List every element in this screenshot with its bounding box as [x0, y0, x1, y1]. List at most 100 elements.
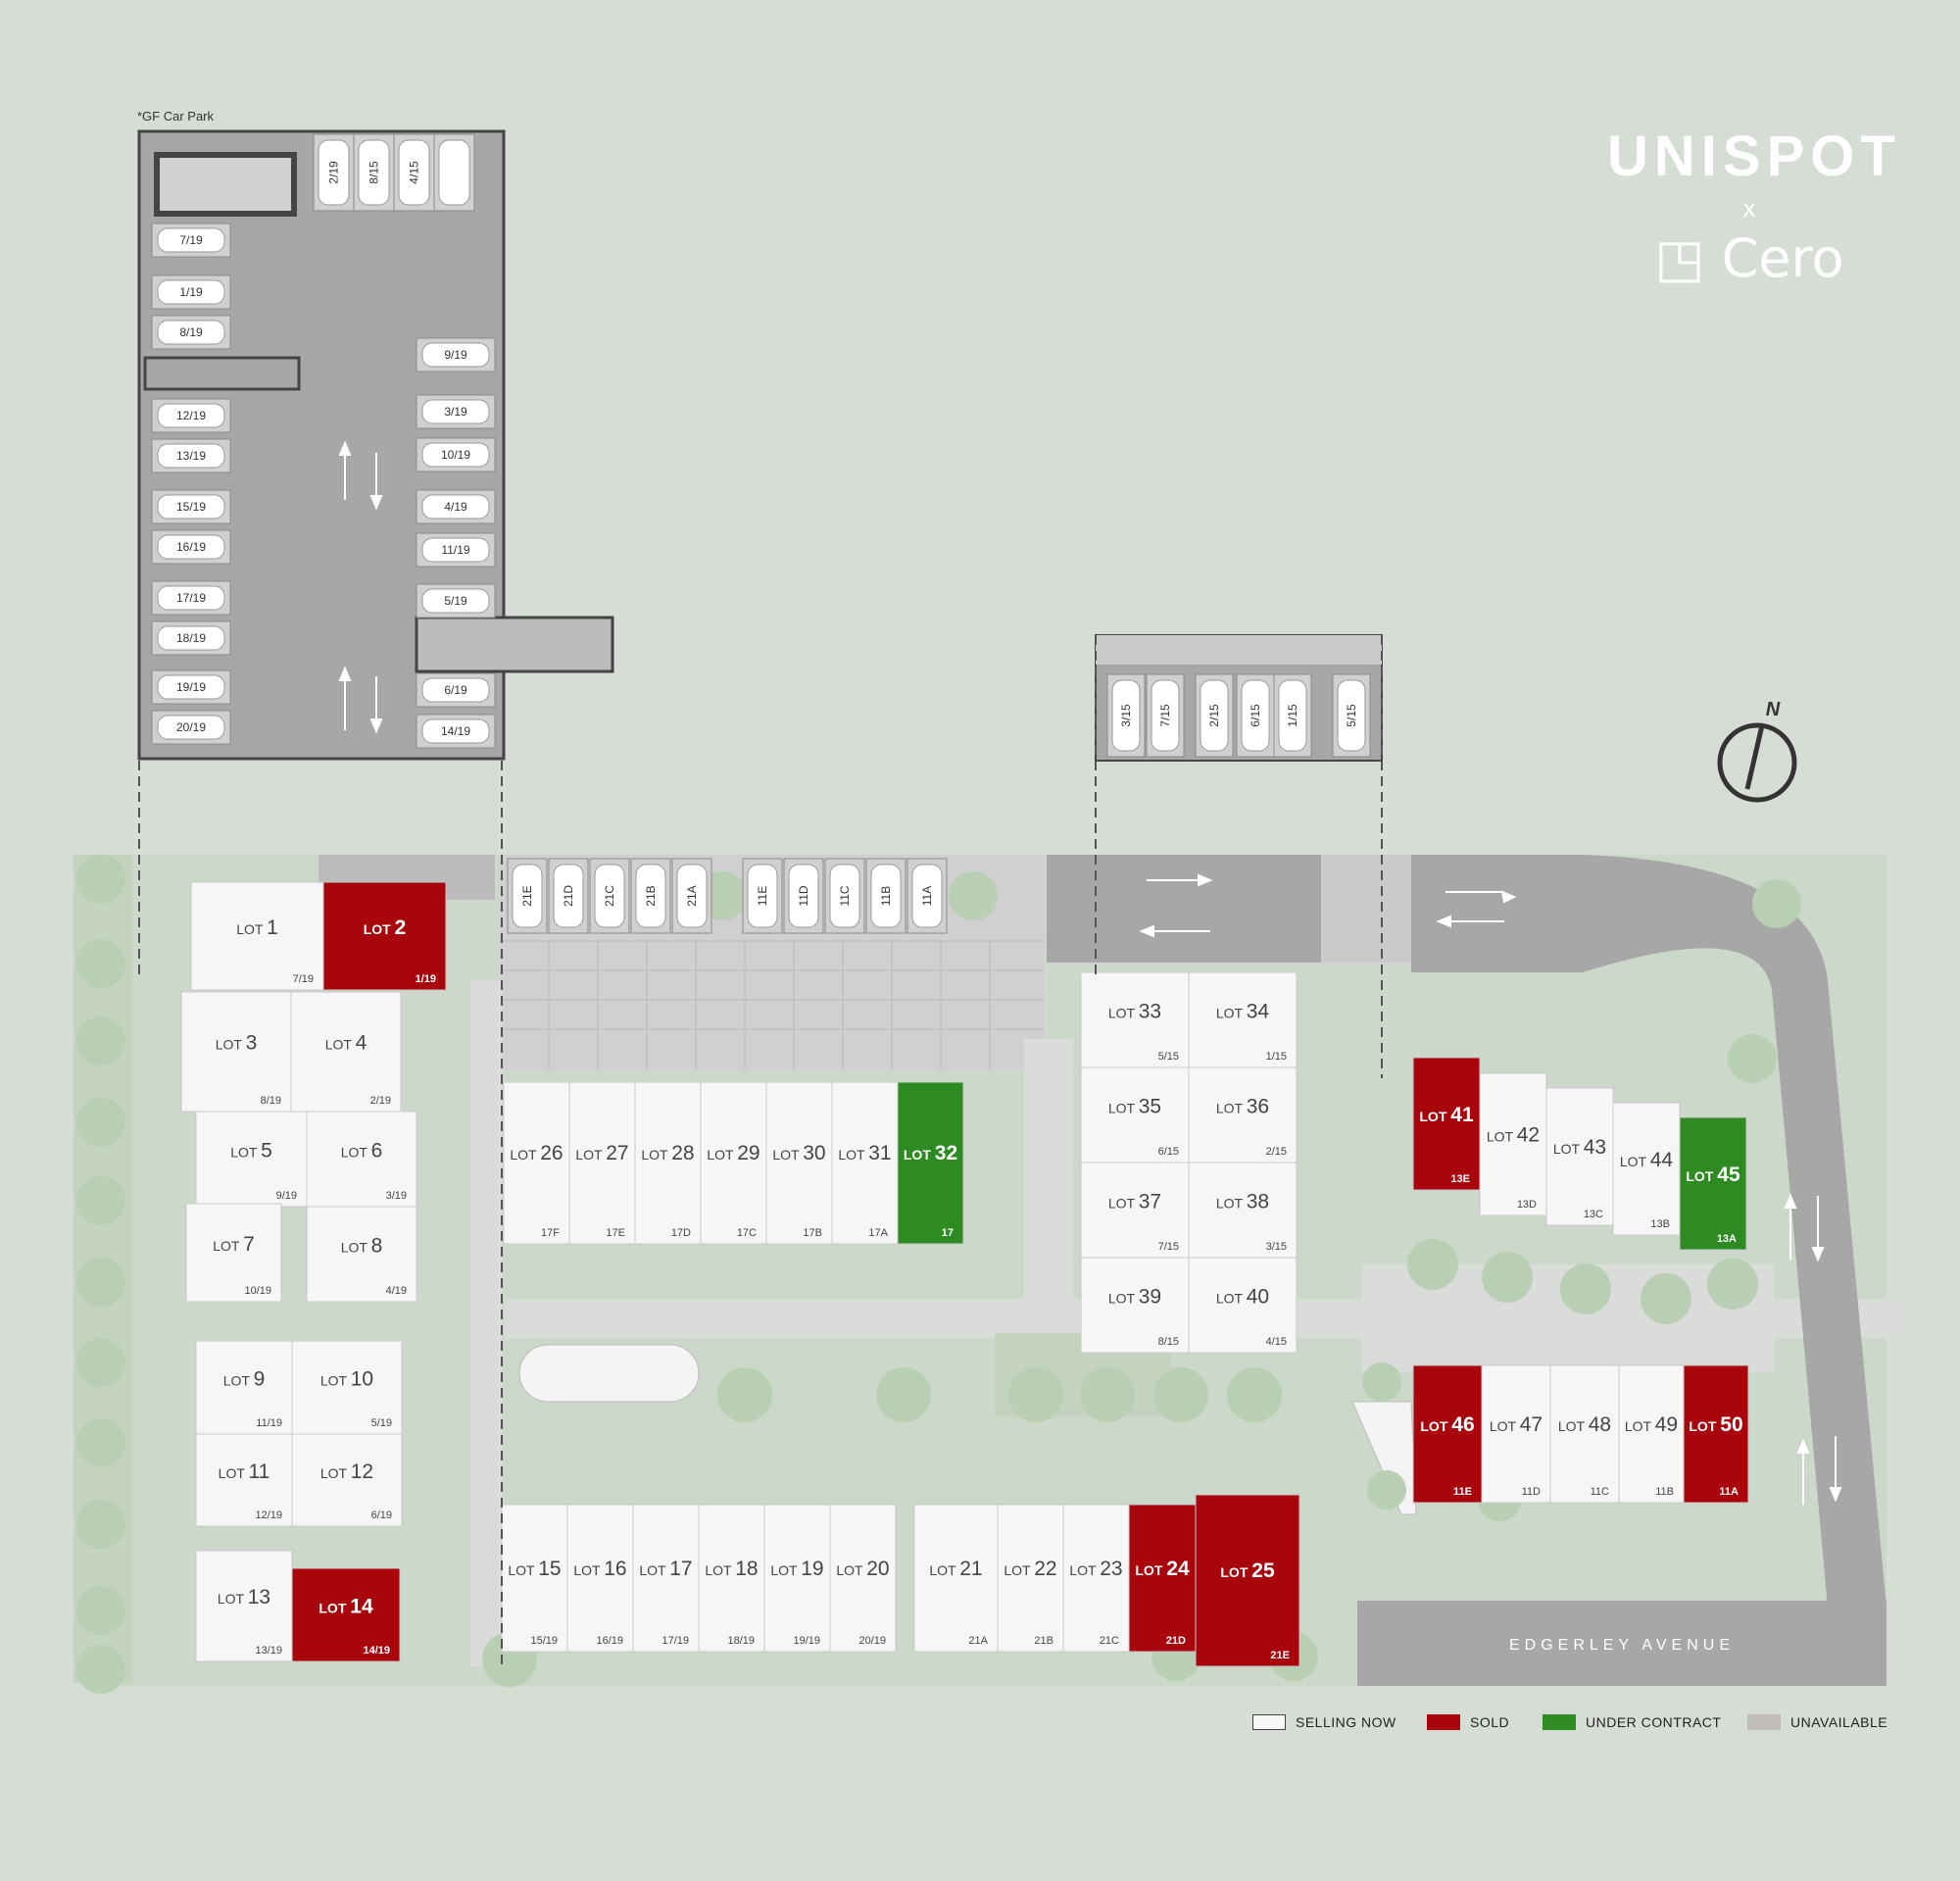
lot-shape[interactable] — [765, 1081, 833, 1245]
lot-shape[interactable] — [566, 1504, 634, 1653]
lot-shape[interactable] — [1412, 1057, 1481, 1191]
lot-shape[interactable] — [1080, 1066, 1190, 1163]
lot-shape[interactable] — [195, 1340, 293, 1435]
lot-shape[interactable] — [1188, 1066, 1298, 1163]
lot-shape[interactable] — [195, 1111, 308, 1208]
lot-10[interactable]: LOT 105/19 — [291, 1340, 403, 1435]
lot-shape[interactable] — [632, 1504, 700, 1653]
lot-shape[interactable] — [1188, 1257, 1298, 1354]
lot-shape[interactable] — [322, 881, 447, 991]
lot-shape[interactable] — [1080, 1257, 1190, 1354]
lot-shape[interactable] — [1128, 1504, 1197, 1653]
lot-7[interactable]: LOT 710/19 — [185, 1203, 282, 1303]
lot-shape[interactable] — [1549, 1364, 1620, 1504]
lot-34[interactable]: LOT 341/15 — [1188, 971, 1298, 1068]
lot-prefix: LOT — [1625, 1418, 1655, 1434]
lot-shape[interactable] — [195, 1550, 293, 1662]
lot-shape[interactable] — [291, 1433, 403, 1527]
lot-shape[interactable] — [190, 881, 324, 991]
lot-2[interactable]: LOT 21/19 — [322, 881, 447, 991]
lot-shape[interactable] — [1188, 971, 1298, 1068]
lot-39[interactable]: LOT 398/15 — [1080, 1257, 1190, 1354]
lot-shape[interactable] — [185, 1203, 282, 1303]
lot-shape[interactable] — [568, 1081, 636, 1245]
lot-shape[interactable] — [290, 991, 402, 1113]
lot-shape[interactable] — [829, 1504, 897, 1653]
lot-shape[interactable] — [291, 1567, 401, 1662]
lot-shape[interactable] — [1679, 1116, 1747, 1251]
legend-item-under-contract: UNDER CONTRACT — [1543, 1710, 1721, 1734]
lot-shape[interactable] — [306, 1206, 417, 1303]
lot-shape[interactable] — [195, 1433, 293, 1527]
lot-shape[interactable] — [763, 1504, 831, 1653]
lot-shape[interactable] — [1062, 1504, 1130, 1653]
lot-1[interactable]: LOT 17/19 — [190, 881, 324, 991]
lot-shape[interactable] — [503, 1081, 570, 1245]
lot-38[interactable]: LOT 383/15 — [1188, 1162, 1298, 1259]
lot-5[interactable]: LOT 59/19 — [195, 1111, 308, 1208]
lot-shape[interactable] — [1479, 1072, 1547, 1216]
lot-shape[interactable] — [997, 1504, 1064, 1653]
lot-shape[interactable] — [698, 1504, 765, 1653]
lot-shape[interactable] — [291, 1340, 403, 1435]
lot-shape[interactable] — [831, 1081, 899, 1245]
lot-shape[interactable] — [1545, 1087, 1614, 1226]
lot-37[interactable]: LOT 377/15 — [1080, 1162, 1190, 1259]
lot-shape[interactable] — [1195, 1494, 1300, 1667]
lot-shape[interactable] — [501, 1504, 568, 1653]
lot-33[interactable]: LOT 335/15 — [1080, 971, 1190, 1068]
lot-40[interactable]: LOT 404/15 — [1188, 1257, 1298, 1354]
lot-35[interactable]: LOT 356/15 — [1080, 1066, 1190, 1163]
lot-shape[interactable] — [1683, 1364, 1749, 1504]
lot-9[interactable]: LOT 911/19 — [195, 1340, 293, 1435]
lot-8[interactable]: LOT 84/19 — [306, 1206, 417, 1303]
lot-12[interactable]: LOT 126/19 — [291, 1433, 403, 1527]
lot-shape[interactable] — [634, 1081, 702, 1245]
lot-shape[interactable] — [700, 1081, 767, 1245]
lot-shape[interactable] — [306, 1111, 417, 1208]
lot-shape[interactable] — [1080, 971, 1190, 1068]
lot-shape[interactable] — [1188, 1162, 1298, 1259]
lot-6[interactable]: LOT 63/19 — [306, 1111, 417, 1208]
lot-3[interactable]: LOT 38/19 — [180, 991, 292, 1113]
lot-36[interactable]: LOT 362/15 — [1188, 1066, 1298, 1163]
lot-shape[interactable] — [1612, 1102, 1681, 1236]
lot-shape[interactable] — [1412, 1364, 1483, 1504]
lot-shape[interactable] — [897, 1081, 964, 1245]
lot-shape[interactable] — [913, 1504, 999, 1653]
lot-4[interactable]: LOT 42/19 — [290, 991, 402, 1113]
lot-shape[interactable] — [1481, 1364, 1551, 1504]
lot-shape[interactable] — [1618, 1364, 1685, 1504]
